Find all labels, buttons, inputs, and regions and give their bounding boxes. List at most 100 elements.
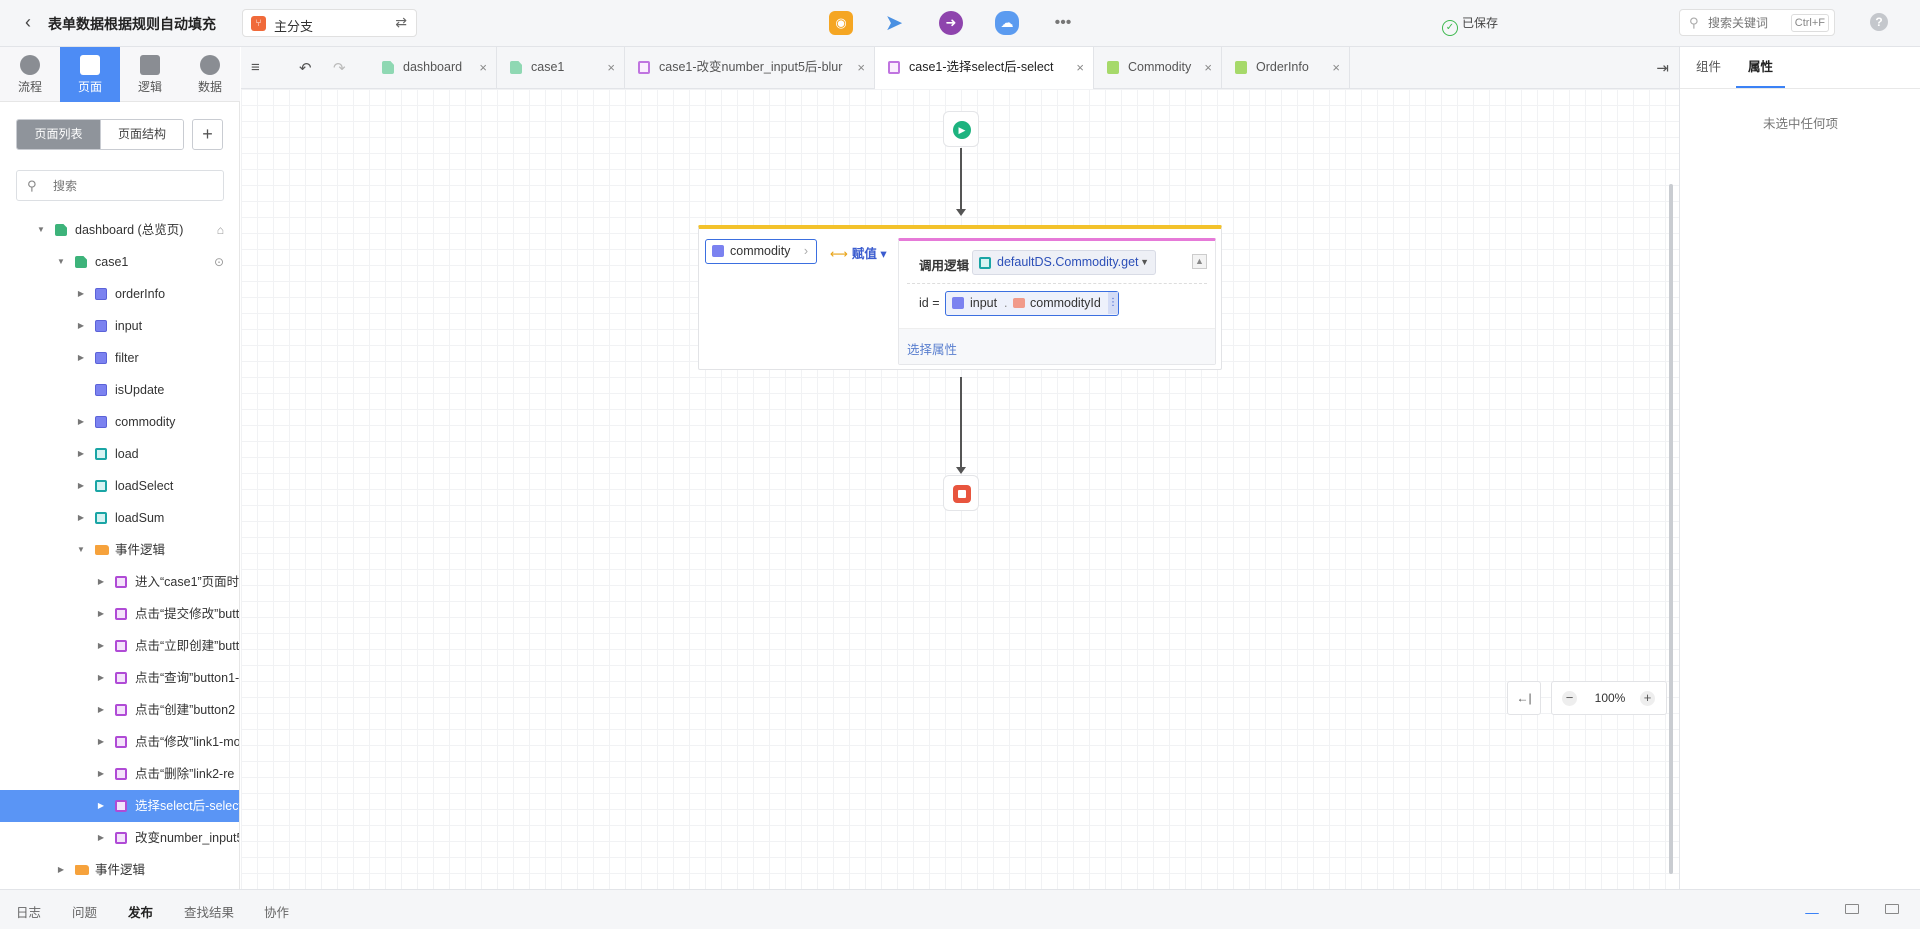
- start-node[interactable]: ▶: [943, 111, 979, 147]
- layout-full-icon[interactable]: [1885, 904, 1899, 914]
- swap-icon[interactable]: ⇄: [395, 14, 407, 30]
- caret-right-icon[interactable]: ▶: [77, 321, 85, 330]
- caret-right-icon[interactable]: ▶: [77, 289, 85, 298]
- panel-toggle-icon[interactable]: ⇥: [1656, 60, 1669, 77]
- layout-half-icon[interactable]: [1845, 904, 1859, 914]
- canvas-scrollbar[interactable]: [1669, 184, 1673, 874]
- nav-page[interactable]: 页面: [60, 47, 120, 102]
- zoom-in-button[interactable]: +: [1640, 691, 1655, 706]
- zoom-out-button[interactable]: −: [1562, 691, 1577, 706]
- home-icon[interactable]: ⌂: [216, 223, 224, 237]
- layout-min-icon[interactable]: [1805, 904, 1819, 914]
- tree-item[interactable]: isUpdate: [0, 374, 239, 406]
- tree-item[interactable]: ▶改变number_input5: [0, 822, 239, 854]
- collapse-left-button[interactable]: ←|: [1507, 681, 1541, 715]
- sidebar-search-input[interactable]: [53, 177, 213, 195]
- tree-item[interactable]: ▶filter: [0, 342, 239, 374]
- tree-item[interactable]: ▶点击“立即创建”button: [0, 630, 239, 662]
- publish-plane-icon[interactable]: ➤: [884, 10, 904, 35]
- logic-canvas[interactable]: ▶ commodity › ⟷赋值 ▾ 调用逻辑 defaultDS.Commo…: [241, 89, 1679, 889]
- editor-tab[interactable]: dashboard×: [369, 47, 497, 88]
- caret-down-icon[interactable]: ▼: [57, 257, 65, 266]
- bottom-tab-publish[interactable]: 发布: [128, 906, 154, 920]
- cloud-icon[interactable]: ☁: [995, 11, 1019, 35]
- bottom-tab-search-results[interactable]: 查找结果: [184, 906, 235, 920]
- tree-item[interactable]: ▼dashboard (总览页)⌂: [0, 214, 239, 246]
- tree-item[interactable]: ▶orderInfo: [0, 278, 239, 310]
- sidebar-search[interactable]: ⚲: [16, 170, 224, 201]
- tree-item[interactable]: ▶commodity: [0, 406, 239, 438]
- more-icon[interactable]: •••: [1054, 14, 1072, 31]
- editor-tab[interactable]: Commodity×: [1094, 47, 1222, 88]
- location-icon[interactable]: ⊙: [213, 255, 224, 269]
- caret-right-icon[interactable]: ▶: [97, 673, 105, 682]
- call-logic-select[interactable]: defaultDS.Commodity.get ▼: [972, 250, 1156, 275]
- nav-logic[interactable]: 逻辑: [120, 47, 180, 102]
- global-search-input[interactable]: [1708, 14, 1788, 32]
- end-node[interactable]: [943, 475, 979, 511]
- seg-page-list[interactable]: 页面列表: [17, 120, 100, 149]
- tab-properties[interactable]: 属性: [1736, 47, 1786, 88]
- caret-down-icon[interactable]: ▼: [37, 225, 45, 234]
- seg-page-structure[interactable]: 页面结构: [100, 120, 183, 149]
- close-icon[interactable]: ×: [1204, 60, 1212, 75]
- caret-right-icon[interactable]: ▶: [97, 769, 105, 778]
- caret-right-icon[interactable]: ▶: [97, 737, 105, 746]
- caret-right-icon[interactable]: ▶: [97, 801, 105, 810]
- caret-right-icon[interactable]: ▶: [97, 577, 105, 586]
- close-icon[interactable]: ×: [479, 60, 487, 75]
- close-icon[interactable]: ×: [607, 60, 615, 75]
- caret-right-icon[interactable]: ▶: [77, 513, 85, 522]
- undo-icon[interactable]: ↶: [299, 60, 312, 77]
- caret-right-icon[interactable]: ▶: [57, 865, 65, 874]
- bottom-tab-collab[interactable]: 协作: [264, 906, 290, 920]
- tree-item[interactable]: ▶进入“case1”页面时: [0, 566, 239, 598]
- menu-collapse-icon[interactable]: ≡: [251, 59, 260, 76]
- tree-item[interactable]: ▶点击“删除”link2-re: [0, 758, 239, 790]
- tree-item[interactable]: ▶loadSum: [0, 502, 239, 534]
- bottom-tab-log[interactable]: 日志: [16, 906, 42, 920]
- tree-item[interactable]: ▶loadSelect: [0, 470, 239, 502]
- forward-icon[interactable]: ➜: [939, 11, 963, 35]
- editor-tab[interactable]: case1-选择select后-select×: [875, 47, 1094, 89]
- sidebar-scrollbar[interactable]: [238, 552, 239, 572]
- caret-right-icon[interactable]: ▶: [77, 353, 85, 362]
- tree-item[interactable]: ▶点击“查询”button1-: [0, 662, 239, 694]
- caret-right-icon[interactable]: ▶: [77, 449, 85, 458]
- assign-operator[interactable]: ⟷赋值 ▾: [830, 247, 887, 261]
- tree-item[interactable]: ▶input: [0, 310, 239, 342]
- editor-tab[interactable]: OrderInfo×: [1222, 47, 1350, 88]
- tree-item[interactable]: ▶选择select后-select: [0, 790, 239, 822]
- select-property-row[interactable]: 选择属性: [899, 328, 1215, 364]
- redo-icon[interactable]: ↷: [333, 60, 346, 77]
- editor-tab[interactable]: case1-改变number_input5后-blur×: [625, 47, 875, 88]
- assign-target[interactable]: commodity ›: [705, 239, 817, 264]
- add-page-button[interactable]: +: [192, 119, 223, 150]
- collapse-icon[interactable]: ▲: [1192, 254, 1207, 269]
- tree-item[interactable]: ▶点击“提交修改”button: [0, 598, 239, 630]
- caret-right-icon[interactable]: ▶: [97, 609, 105, 618]
- branch-selector[interactable]: ⑂ 主分支 ⇄: [242, 9, 417, 37]
- nav-data[interactable]: 数据: [180, 47, 240, 102]
- tree-item[interactable]: ▼事件逻辑: [0, 534, 239, 566]
- close-icon[interactable]: ×: [857, 60, 865, 75]
- close-icon[interactable]: ×: [1076, 60, 1084, 75]
- tree-item[interactable]: ▼case1⊙: [0, 246, 239, 278]
- caret-down-icon[interactable]: ▼: [77, 545, 85, 554]
- caret-right-icon[interactable]: ▶: [97, 641, 105, 650]
- tree-item[interactable]: ▶事件逻辑: [0, 854, 239, 886]
- close-icon[interactable]: ×: [1332, 60, 1340, 75]
- tree-item[interactable]: ▶点击“修改”link1-mo: [0, 726, 239, 758]
- back-icon[interactable]: ‹: [25, 12, 31, 32]
- editor-tab[interactable]: case1×: [497, 47, 625, 88]
- assign-block[interactable]: commodity › ⟷赋值 ▾ 调用逻辑 defaultDS.Commodi…: [698, 225, 1222, 370]
- tree-item[interactable]: ▶load: [0, 438, 239, 470]
- help-icon[interactable]: ?: [1870, 13, 1888, 31]
- nav-flow[interactable]: 流程: [0, 47, 60, 102]
- caret-right-icon[interactable]: ▶: [97, 833, 105, 842]
- tab-components[interactable]: 组件: [1696, 60, 1722, 74]
- caret-right-icon[interactable]: ▶: [97, 705, 105, 714]
- tree-item[interactable]: ▶点击“创建”button2: [0, 694, 239, 726]
- bottom-tab-problems[interactable]: 问题: [72, 906, 98, 920]
- global-search[interactable]: ⚲ Ctrl+F: [1679, 9, 1835, 36]
